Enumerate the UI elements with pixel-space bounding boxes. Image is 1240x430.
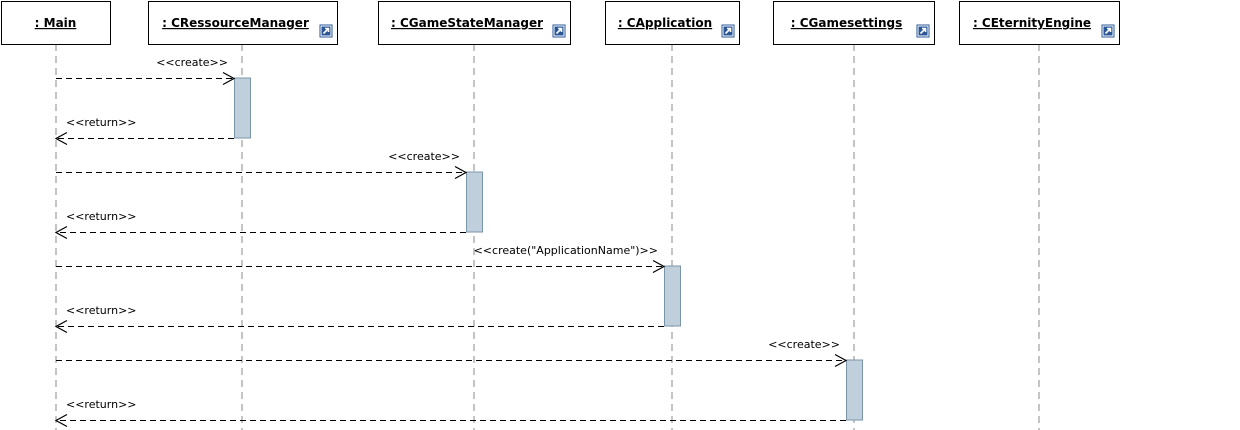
- activation-bar-gset: [846, 359, 863, 421]
- lifeline-title: : Main: [35, 16, 77, 30]
- lifeline-box-frame: [378, 1, 571, 45]
- lifeline-title: : CGamesettings: [791, 16, 903, 30]
- open-arrowhead-icon: [834, 353, 848, 368]
- shortcut-link-icon[interactable]: [916, 24, 930, 38]
- shortcut-link-icon[interactable]: [319, 24, 333, 38]
- open-arrowhead-icon: [54, 413, 68, 428]
- lifeline-title: : CEternityEngine: [973, 16, 1091, 30]
- lifeline-box-frame: [1, 1, 111, 45]
- message-label: <<return>>: [66, 304, 137, 317]
- open-arrowhead-icon: [54, 131, 68, 146]
- message-label: <<create>>: [388, 150, 460, 163]
- message-create[interactable]: <<create("ApplicationName")>>: [56, 244, 666, 274]
- message-create[interactable]: <<create>>: [56, 150, 468, 180]
- lifeline-box-frame: [773, 1, 935, 45]
- lifeline-box-res[interactable]: : CRessourceManager: [148, 1, 338, 45]
- lifeline-box-app[interactable]: : CApplication: [605, 1, 740, 45]
- message-return[interactable]: <<return>>: [54, 304, 664, 334]
- shortcut-link-icon[interactable]: [552, 24, 566, 38]
- message-label: <<return>>: [66, 116, 137, 129]
- message-label: <<return>>: [66, 398, 137, 411]
- lifeline-box-frame: [959, 1, 1120, 45]
- activation-bar-res: [234, 77, 251, 139]
- open-arrowhead-icon: [652, 259, 666, 274]
- shortcut-link-icon[interactable]: [721, 24, 735, 38]
- lifeline-box-gsm[interactable]: : CGameStateManager: [378, 1, 571, 45]
- lifeline-title: : CApplication: [618, 16, 712, 30]
- lifeline-box-main[interactable]: : Main: [1, 1, 111, 45]
- message-label: <<create("ApplicationName")>>: [474, 244, 658, 257]
- lifeline-title: : CGameStateManager: [391, 16, 543, 30]
- open-arrowhead-icon: [222, 71, 236, 86]
- lifeline-box-gset[interactable]: : CGamesettings: [773, 1, 935, 45]
- message-create[interactable]: <<create>>: [56, 338, 848, 368]
- lifeline-box-frame: [605, 1, 740, 45]
- message-create[interactable]: <<create>>: [56, 56, 236, 86]
- message-return[interactable]: <<return>>: [54, 116, 234, 146]
- open-arrowhead-icon: [454, 165, 468, 180]
- open-arrowhead-icon: [54, 319, 68, 334]
- shortcut-link-icon[interactable]: [1101, 24, 1115, 38]
- message-return[interactable]: <<return>>: [54, 398, 846, 428]
- lifeline-box-frame: [148, 1, 338, 45]
- message-label: <<return>>: [66, 210, 137, 223]
- lifeline-box-eng[interactable]: : CEternityEngine: [959, 1, 1120, 45]
- message-label: <<create>>: [768, 338, 840, 351]
- lifeline-title: : CRessourceManager: [162, 16, 309, 30]
- message-label: <<create>>: [156, 56, 228, 69]
- activation-bar-app: [664, 265, 681, 327]
- open-arrowhead-icon: [54, 225, 68, 240]
- message-return[interactable]: <<return>>: [54, 210, 466, 240]
- activation-bar-gsm: [466, 171, 483, 233]
